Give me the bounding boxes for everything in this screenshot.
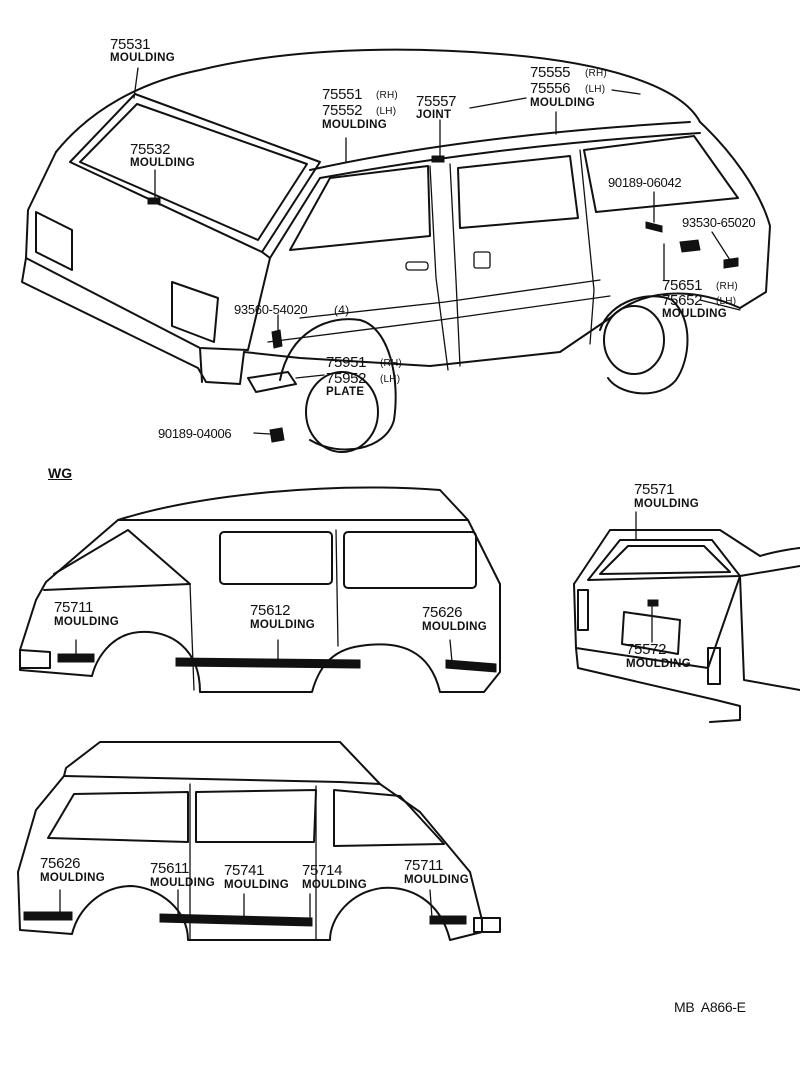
part-number-75741: 75741 [224, 862, 265, 879]
part-number-90189-06042: 90189-06042 [608, 175, 682, 190]
part-number-75612: 75612 [250, 602, 291, 619]
part-name-75626-lower: MOULDING [40, 872, 106, 884]
side-lh-75652: (LH) [716, 296, 737, 307]
part-name-75531: MOULDING [110, 52, 176, 64]
part-number-75572: 75572 [626, 641, 667, 658]
part-number-75556: 75556 [530, 80, 571, 97]
side-rh-75555: (RH) [585, 68, 607, 79]
part-number-75531: 75531 [110, 36, 151, 53]
wg-rear-view [573, 511, 800, 723]
part-name-75532: MOULDING [130, 157, 196, 169]
part-number-75952: 75952 [326, 370, 367, 387]
part-name-75612: MOULDING [250, 619, 316, 631]
part-number-75651: 75651 [662, 277, 703, 294]
part-number-75555: 75555 [530, 64, 571, 81]
part-name-75652: MOULDING [662, 308, 728, 320]
part-number-75552: 75552 [322, 102, 363, 119]
side-lh-75552: (LH) [376, 106, 397, 117]
part-name-75626-upper: MOULDING [422, 621, 488, 633]
part-number-75711-upper: 75711 [54, 599, 94, 616]
part-number-75652: 75652 [662, 292, 703, 309]
part-name-75572: MOULDING [626, 658, 692, 670]
wg-side-view-right [19, 486, 501, 693]
part-number-75571: 75571 [634, 481, 675, 498]
part-number-75532: 75532 [130, 141, 171, 158]
part-number-75557: 75557 [416, 93, 457, 110]
part-number-75611: 75611 [150, 860, 190, 877]
van-main-illustration [21, 48, 771, 453]
part-name-75557: JOINT [416, 109, 452, 121]
side-lh-75952: (LH) [380, 374, 401, 385]
part-number-75626-upper: 75626 [422, 604, 463, 621]
wg-side-view-left [17, 741, 501, 941]
part-number-90189-04006: 90189-04006 [158, 426, 232, 441]
part-name-75741: MOULDING [224, 879, 290, 891]
part-number-93560-54020: 93560-54020 [234, 302, 308, 317]
part-name-75952: PLATE [326, 386, 365, 398]
part-name-75611: MOULDING [150, 877, 216, 889]
part-name-75714: MOULDING [302, 879, 368, 891]
part-name-75552: MOULDING [322, 119, 388, 131]
side-rh-75651: (RH) [716, 281, 738, 292]
part-number-93530-65020: 93530-65020 [682, 215, 756, 230]
part-number-75951: 75951 [326, 354, 367, 371]
wg-section-title: WG [48, 465, 73, 481]
part-number-75711-lower: 75711 [404, 857, 444, 874]
side-lh-75556: (LH) [585, 84, 606, 95]
side-rh-75951: (RH) [380, 358, 402, 369]
part-name-75571: MOULDING [634, 498, 700, 510]
part-name-75556: MOULDING [530, 97, 596, 109]
quantity-93560-54020: (4) [334, 303, 350, 317]
part-number-75626-lower: 75626 [40, 855, 81, 872]
part-number-75551: 75551 [322, 86, 363, 103]
part-name-75711-upper: MOULDING [54, 616, 120, 628]
side-rh-75551: (RH) [376, 90, 398, 101]
figure-code: MB A866-E [674, 999, 746, 1015]
part-name-75711-lower: MOULDING [404, 874, 470, 886]
part-number-75714: 75714 [302, 862, 343, 879]
